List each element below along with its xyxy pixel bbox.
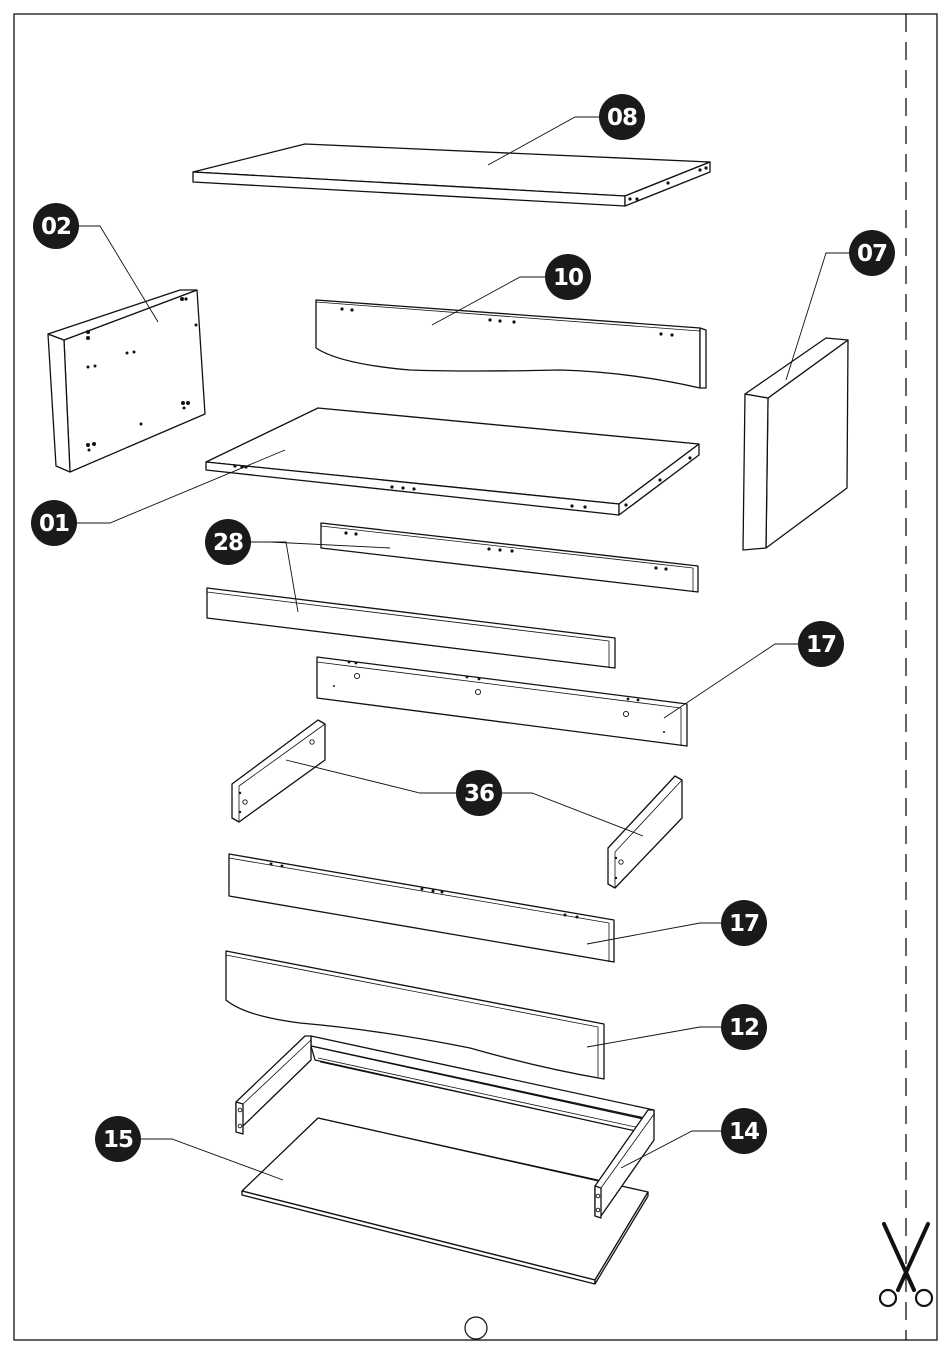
badge-07-label: 07: [857, 241, 887, 267]
part-36-drawer-side-right: [608, 776, 682, 888]
badge-02-label: 02: [41, 214, 71, 240]
badge-17-upper-label: 17: [806, 632, 836, 658]
badge-08: 08: [599, 94, 645, 140]
badge-01-label: 01: [39, 511, 69, 537]
badge-17-lower: 17: [721, 900, 767, 946]
part-15-drawer-bottom: [242, 1118, 648, 1284]
leader-36b: [500, 793, 643, 836]
page-circle: [465, 1317, 487, 1339]
badge-36-label: 36: [464, 781, 494, 807]
badge-36: 36: [456, 770, 502, 816]
badge-28-label: 28: [213, 530, 243, 556]
part-07-right-side: [743, 338, 848, 550]
badge-12-label: 12: [729, 1015, 759, 1041]
part-17-drawer-front: [229, 854, 614, 962]
badge-08-label: 08: [607, 105, 637, 131]
part-02-left-side: [48, 290, 205, 472]
badge-28: 28: [205, 519, 251, 565]
scissors-icon: [880, 1224, 932, 1306]
leader-12: [587, 1027, 722, 1047]
badge-17-upper: 17: [798, 621, 844, 667]
badge-01: 01: [31, 500, 77, 546]
badge-15-label: 15: [103, 1127, 133, 1153]
badge-10: 10: [545, 254, 591, 300]
badge-02: 02: [33, 203, 79, 249]
part-36-drawer-side-left: [232, 720, 325, 822]
badge-14: 14: [721, 1108, 767, 1154]
badge-14-label: 14: [729, 1119, 759, 1145]
badge-17-lower-label: 17: [729, 911, 759, 937]
badge-15: 15: [95, 1116, 141, 1162]
badge-07: 07: [849, 230, 895, 276]
part-28-rail-upper: [321, 523, 698, 592]
badge-10-label: 10: [553, 265, 583, 291]
badge-12: 12: [721, 1004, 767, 1050]
part-01-shelf: [206, 408, 699, 515]
part-17-drawer-back: [317, 657, 687, 746]
part-10-rail: [316, 300, 706, 388]
part-08-top-panel: [193, 144, 710, 206]
part-28-rail-lower: [207, 588, 615, 668]
